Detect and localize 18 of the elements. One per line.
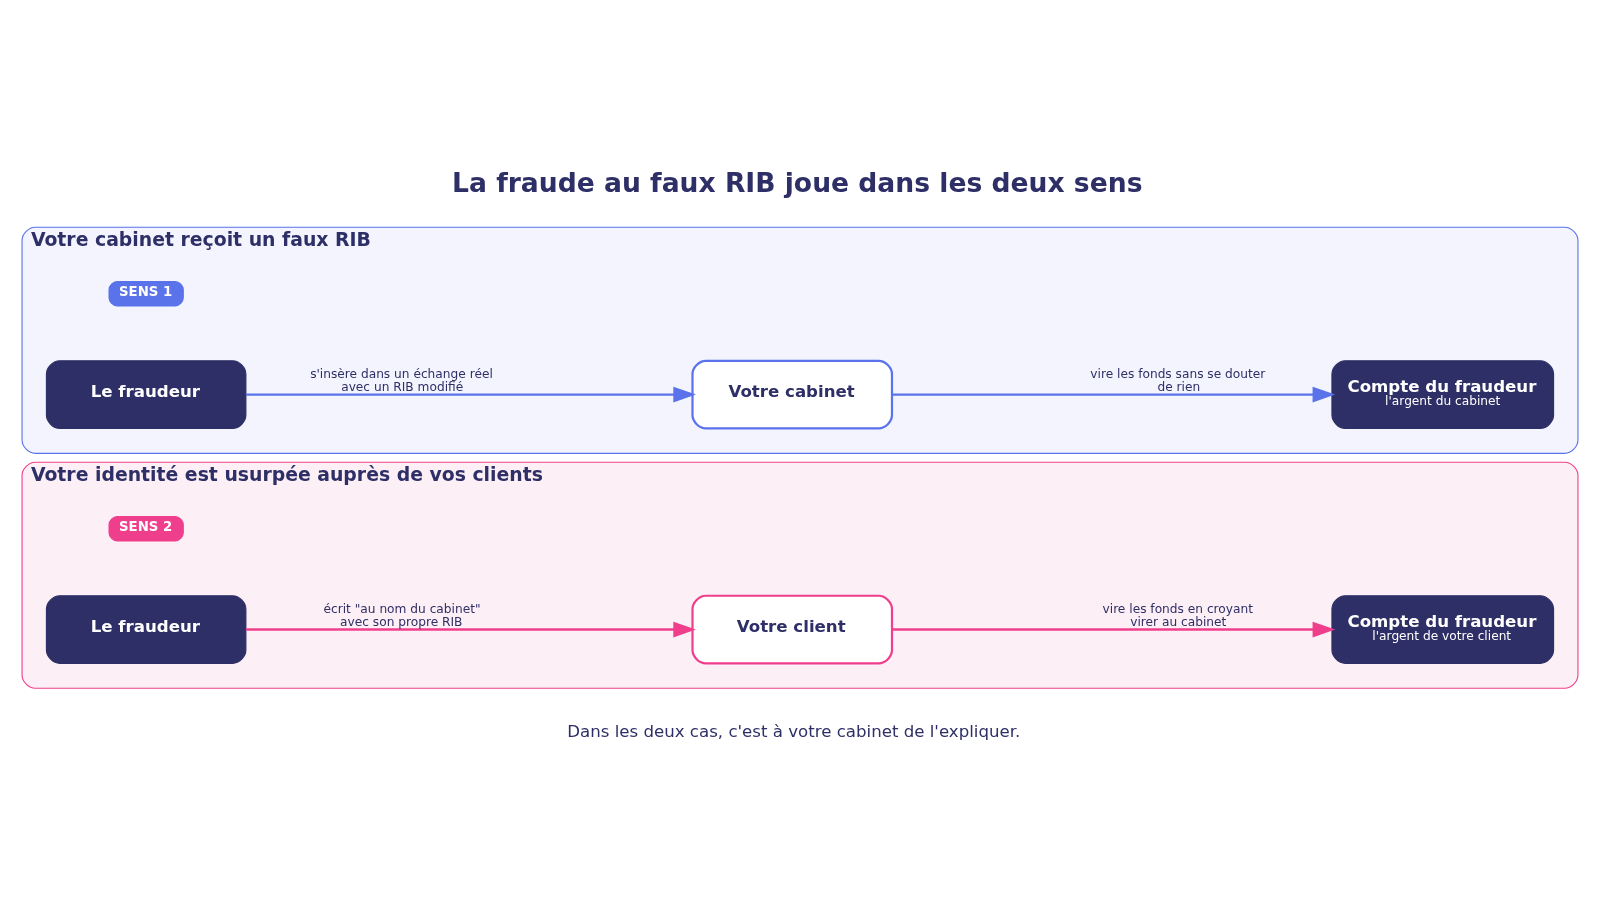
arrow [892,386,1336,403]
arrow [246,386,696,403]
edge-label: vire les fonds sans se douter de rien [1090,366,1266,395]
caption: Dans les deux cas, c'est à votre cabinet de l'expliquer. [567,721,1021,741]
diagram-title: La fraude au faux RIB joue dans les deux sens [452,167,1143,199]
arrow [892,621,1336,638]
edge-label: écrit "au nom du cabinet" avec son propre RIB [323,601,481,630]
node-box: Le fraudeur [45,360,247,429]
node-box: Votre client [691,594,894,665]
node-box: SENS 2 [108,515,184,542]
node-box: Compte du fraudeur l'argent de votre client [1331,595,1555,664]
node-box: Compte du fraudeur l'argent du cabinet [1331,360,1555,429]
node-box: Votre cabinet [691,359,894,430]
arrow [246,621,696,638]
node-box: Le fraudeur [45,595,247,664]
edge-label: s'insère dans un échange réel avec un RIB modifié [310,366,493,395]
node-box: SENS 1 [108,281,184,307]
edge-label: vire les fonds en croyant virer au cabinet [1102,601,1253,630]
